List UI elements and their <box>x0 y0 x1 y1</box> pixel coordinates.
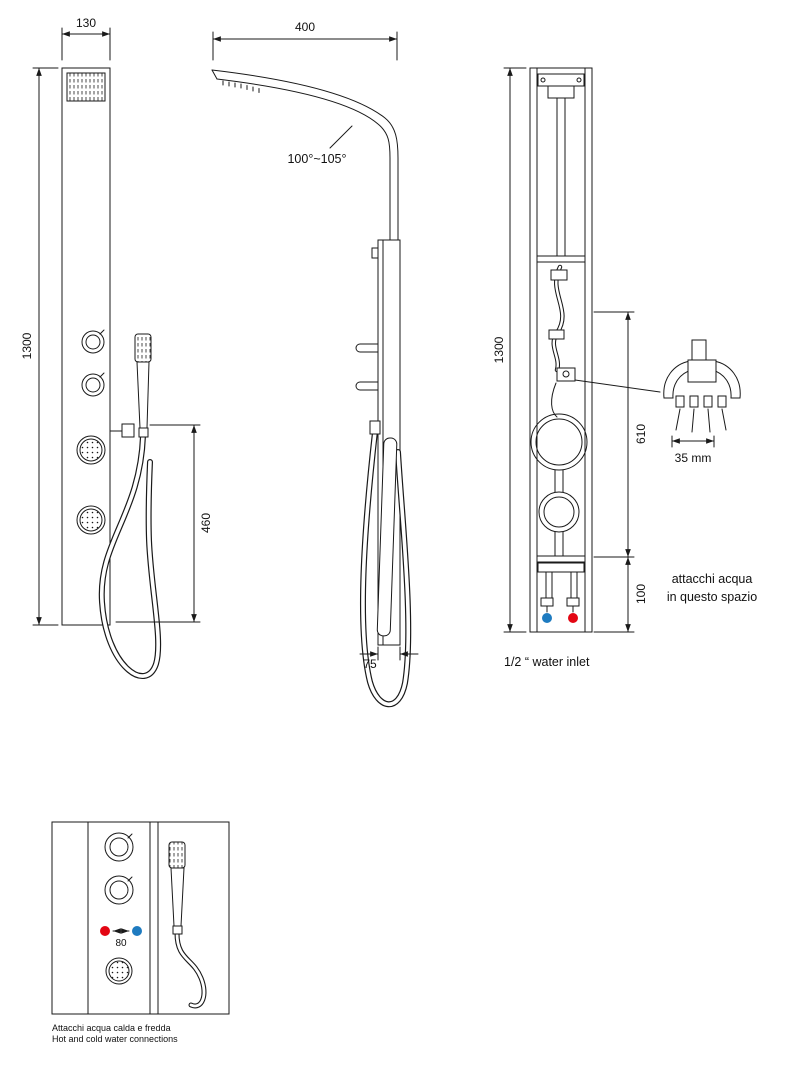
cold-water-dot <box>542 613 552 623</box>
dim-width: 130 <box>61 16 111 61</box>
hot-water-dot <box>568 613 578 623</box>
hand-shower-side <box>369 420 398 637</box>
hose-coil-small <box>538 491 580 533</box>
angle-annotation: 100°~105° <box>287 125 353 166</box>
caption-english: Hot and cold water connections <box>52 1034 178 1044</box>
detail-hand-shower <box>168 841 207 1009</box>
body-jet-lower <box>76 505 106 535</box>
hand-shower-handle <box>136 361 150 429</box>
dim-label-460: 460 <box>199 513 213 533</box>
hand-shower-front <box>109 333 152 438</box>
dim-label-1300-front: 1300 <box>20 332 34 359</box>
internal-plumbing <box>530 264 588 557</box>
shower-hose-side <box>359 429 412 708</box>
spray-lines <box>675 408 727 433</box>
side-view: 400 100°~105° <box>211 20 419 708</box>
hot-cold-spacing: 80 <box>100 926 142 949</box>
dim-profile-width: 75 <box>359 646 419 671</box>
dim-label-100: 100 <box>634 584 648 604</box>
dim-label-130: 130 <box>76 16 96 30</box>
dim-depth: 400 <box>212 20 398 61</box>
hot-water-dot-detail <box>100 926 110 936</box>
hand-shower-bracket <box>121 423 135 438</box>
note-attacchi-line2: in questo spazio <box>667 590 757 604</box>
thermostat-knob <box>81 329 105 354</box>
note-attacchi-line1: attacchi acqua <box>672 572 753 586</box>
back-view: 1300 <box>492 67 757 669</box>
dim-inner: 610 <box>593 311 648 558</box>
hose-coil-large <box>530 413 588 471</box>
connections-detail-box: 80 Attacchi acqua calda e fredda Hot and… <box>51 821 230 1044</box>
side-handle-upper <box>355 343 379 353</box>
dim-label-80: 80 <box>115 938 127 949</box>
front-view: 130 1300 <box>20 16 213 679</box>
dim-height-back: 1300 <box>492 67 527 633</box>
shower-arm-profile <box>211 69 399 241</box>
detail-body-jet <box>105 957 133 985</box>
detail-leader-line <box>574 379 661 393</box>
body-jet-upper <box>76 435 106 465</box>
shower-head-front <box>66 72 106 102</box>
caption-italian: Attacchi acqua calda e fredda <box>52 1023 171 1033</box>
dim-handshower: 460 <box>115 424 213 623</box>
back-panel <box>529 67 593 633</box>
dim-label-35mm: 35 mm <box>675 451 712 465</box>
inlet-section <box>537 562 585 623</box>
arm-nozzles <box>222 80 260 93</box>
dim-label-75: 75 <box>363 657 377 671</box>
detail-knob-upper <box>104 832 134 862</box>
side-handle-lower <box>355 381 379 391</box>
diverter-knob <box>81 372 105 397</box>
water-inlet-label: 1/2 “ water inlet <box>504 655 590 669</box>
shower-hose-front <box>98 433 162 679</box>
detail-knob-lower <box>104 875 134 905</box>
dim-detail: 35 mm <box>671 435 715 465</box>
dim-label-610: 610 <box>634 424 648 444</box>
dim-label-400: 400 <box>295 20 315 34</box>
dim-bottom: 100 <box>593 556 648 633</box>
connector-detail: 35 mm <box>574 339 741 465</box>
hand-shower-head <box>134 333 152 363</box>
dim-label-1300-back: 1300 <box>492 336 506 363</box>
dim-height: 1300 <box>20 67 59 626</box>
angle-label: 100°~105° <box>287 152 346 166</box>
cold-water-dot-detail <box>132 926 142 936</box>
